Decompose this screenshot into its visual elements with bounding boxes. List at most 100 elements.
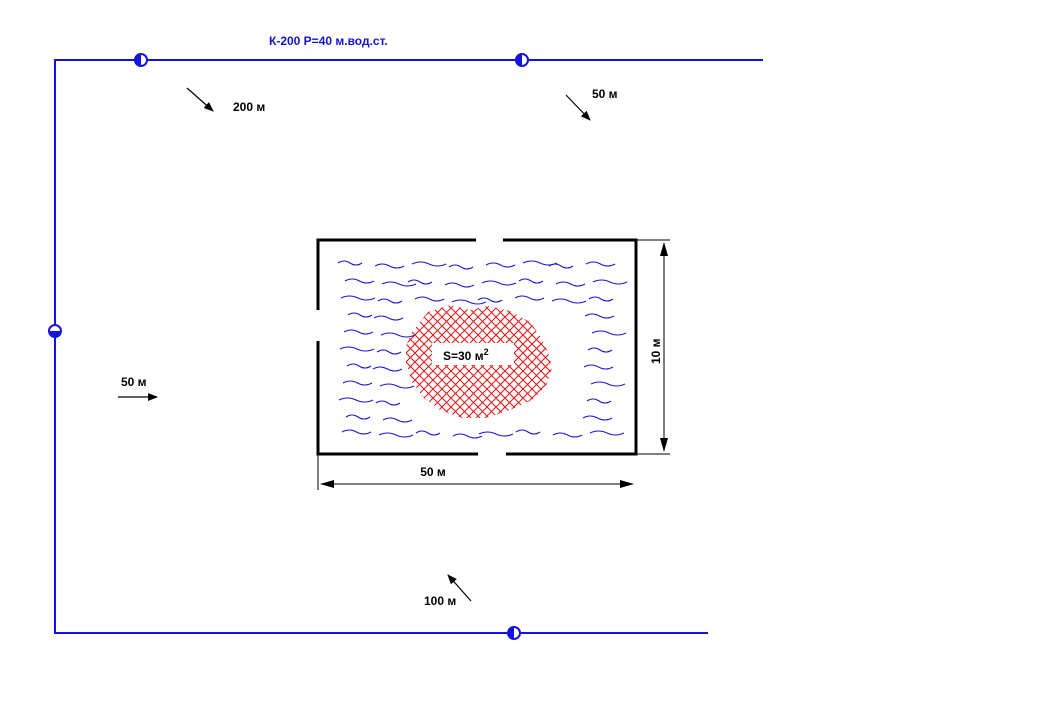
water-wave — [407, 279, 433, 285]
water-wave — [452, 433, 483, 439]
fire-hatch-line — [455, 305, 552, 418]
water-main-pipeline — [54, 59, 763, 634]
hydrant-left — [48, 324, 62, 338]
fire-hatch-line — [406, 305, 415, 418]
fire-area-label-bg — [432, 343, 514, 365]
water-wave — [344, 278, 375, 284]
water-wave — [378, 432, 414, 438]
water-wave — [477, 297, 503, 303]
water-wave — [379, 383, 415, 389]
water-wave — [376, 349, 402, 355]
water-wave — [338, 397, 374, 403]
fire-hatch-line — [573, 300, 693, 420]
water-wave — [346, 363, 372, 369]
water-wave — [552, 432, 583, 438]
water-wave — [518, 278, 544, 284]
arrow-top-left — [186, 87, 214, 112]
fire-hatch-line — [496, 305, 552, 418]
fire-hatch-line — [491, 305, 552, 418]
fire-area-unit-exponent: 2 — [483, 347, 489, 357]
water-wave — [373, 315, 404, 321]
water-wave — [555, 281, 586, 287]
fire-hatch-line — [406, 305, 492, 418]
water-wave — [341, 429, 372, 435]
fire-hatch-line — [209, 300, 329, 420]
water-wave — [515, 429, 541, 435]
fire-hatch-line — [406, 305, 478, 418]
pipeline-top-segment — [54, 59, 763, 634]
fire-hatch-line — [240, 300, 360, 420]
water-wave — [592, 279, 628, 285]
fire-hatch-line — [406, 305, 460, 418]
water-wave — [343, 329, 374, 335]
water-wave — [340, 295, 376, 301]
fire-hatch-line — [406, 305, 411, 418]
water-wave — [587, 347, 613, 353]
fire-hatch-line — [514, 305, 552, 418]
fire-hatch-line — [406, 305, 442, 418]
fire-hatch-line — [578, 300, 698, 420]
distance-bottom-label: 100 м — [424, 594, 457, 608]
fire-hatch-line — [482, 305, 552, 418]
fire-hatch-line — [609, 300, 729, 420]
fire-hatch-line — [406, 305, 487, 418]
hydrant-top-right — [515, 53, 529, 67]
water-wave — [347, 312, 373, 318]
distance-top-left-label: 200 м — [233, 100, 266, 114]
fire-hatch-line — [406, 305, 469, 418]
fire-area-value: S=30 м — [443, 349, 484, 363]
distance-left-label: 50 м — [121, 375, 147, 389]
fire-hatch-line — [406, 305, 483, 418]
water-wave — [551, 298, 587, 304]
fire-area-label: S=30 м2 — [443, 345, 489, 363]
water-wave — [374, 263, 405, 269]
fire-hatch-line — [236, 300, 356, 420]
fire-hatch-line — [406, 305, 433, 418]
fire-hatch-line — [500, 305, 552, 418]
water-wave — [444, 282, 475, 288]
fire-hatch-line — [406, 305, 474, 418]
fire-hatch-line — [406, 305, 456, 418]
water-wave — [411, 261, 447, 267]
water-wave — [380, 332, 416, 338]
water-wave — [451, 299, 487, 305]
fire-hatch-line — [227, 300, 347, 420]
water-wave — [585, 261, 616, 267]
fire-hatch-line — [245, 300, 365, 420]
water-wave — [583, 364, 614, 370]
fire-hatch-line — [523, 305, 552, 418]
water-wave — [514, 295, 545, 301]
fire-hatch-line — [406, 305, 465, 418]
water-wave — [448, 264, 474, 270]
fire-hatch-line — [569, 300, 689, 420]
water-wave — [590, 381, 626, 387]
water-wave — [375, 400, 401, 406]
fire-hatch-line — [281, 300, 401, 420]
fire-hatch-line — [564, 300, 684, 420]
dimension-width — [317, 454, 634, 490]
water-wave — [481, 280, 517, 286]
water-wave — [414, 296, 445, 302]
fire-hatch-line — [509, 305, 552, 418]
water-wave — [586, 398, 612, 404]
water-wave — [339, 346, 375, 352]
water-wave — [584, 313, 615, 319]
water-wave — [415, 430, 441, 436]
fire-hatch-line — [627, 300, 747, 420]
hydrant-bottom — [507, 626, 521, 640]
water-wave — [591, 330, 627, 336]
fire-hatch-line — [518, 305, 552, 418]
arrow-bottom — [447, 574, 472, 602]
fire-hatch-line — [478, 305, 552, 418]
water-wave — [381, 281, 417, 287]
water-wave — [382, 417, 413, 423]
building-height-label: 10 м — [649, 338, 663, 364]
fire-hatch-line — [254, 300, 374, 420]
water-wave — [582, 415, 613, 421]
water-waves — [337, 260, 628, 439]
fire-hatch-line — [536, 305, 552, 418]
distance-top-right-label: 50 м — [592, 87, 618, 101]
pipeline-label: К-200 Р=40 м.вод.ст. — [269, 34, 388, 48]
